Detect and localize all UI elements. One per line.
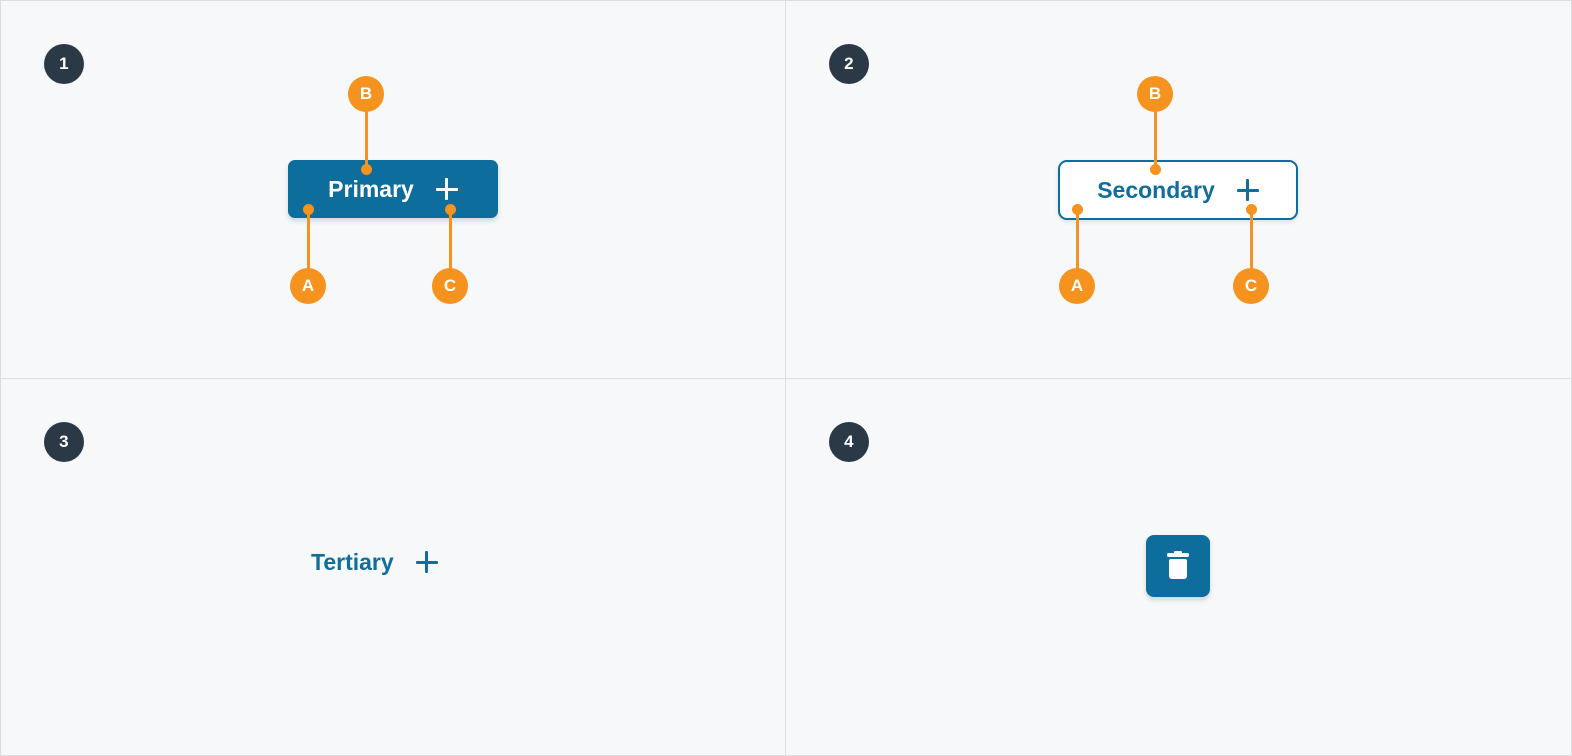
plus-icon	[415, 551, 438, 573]
tertiary-button[interactable]: Tertiary	[311, 537, 491, 587]
panel-primary: 1 Primary B A	[1, 1, 785, 378]
panel-secondary: 2 Secondary B A	[786, 1, 1571, 378]
primary-button-label: Primary	[328, 175, 414, 202]
panel-number-badge: 3	[44, 422, 84, 462]
horizontal-divider	[1, 378, 1571, 379]
trash-handle	[1174, 550, 1182, 554]
panel-icon-only: 4 A	[786, 379, 1571, 755]
panel-number-badge: 1	[44, 44, 84, 84]
trash-lid	[1167, 552, 1189, 557]
plus-icon	[1236, 179, 1259, 201]
panel-tertiary-stage: Tertiary B C	[1, 379, 785, 755]
trash-icon	[1166, 550, 1190, 580]
trash-body	[1169, 558, 1187, 579]
marker-c-label: C	[1233, 268, 1269, 304]
secondary-button[interactable]: Secondary	[1058, 160, 1298, 220]
marker-a-line	[1075, 209, 1079, 269]
tertiary-button-label: Tertiary	[311, 548, 394, 575]
marker-a-label: A	[1059, 268, 1095, 304]
primary-button[interactable]: Primary	[288, 160, 498, 218]
marker-c-line	[1249, 209, 1253, 269]
marker-c-line	[448, 209, 452, 269]
marker-b-label: B	[1137, 76, 1173, 112]
marker-b-line	[364, 110, 368, 168]
panel-number-badge: 4	[829, 422, 869, 462]
marker-b-label: B	[348, 76, 384, 112]
panel-tertiary: 3 Tertiary B C	[1, 379, 785, 755]
plus-icon	[435, 178, 458, 200]
marker-b-tip	[360, 164, 372, 175]
delete-icon-button[interactable]	[1146, 535, 1210, 597]
marker-b-tip	[1149, 164, 1161, 175]
marker-a-line	[306, 209, 310, 269]
marker-a-label: A	[290, 268, 326, 304]
secondary-button-label: Secondary	[1097, 176, 1215, 203]
marker-c-label: C	[432, 268, 468, 304]
marker-b-line	[1153, 110, 1157, 168]
panel-secondary-stage: Secondary B A C	[786, 1, 1571, 378]
panel-primary-stage: Primary B A	[1, 1, 785, 378]
panel-number-badge: 2	[829, 44, 869, 84]
panel-icon-only-stage: A C	[786, 379, 1571, 755]
